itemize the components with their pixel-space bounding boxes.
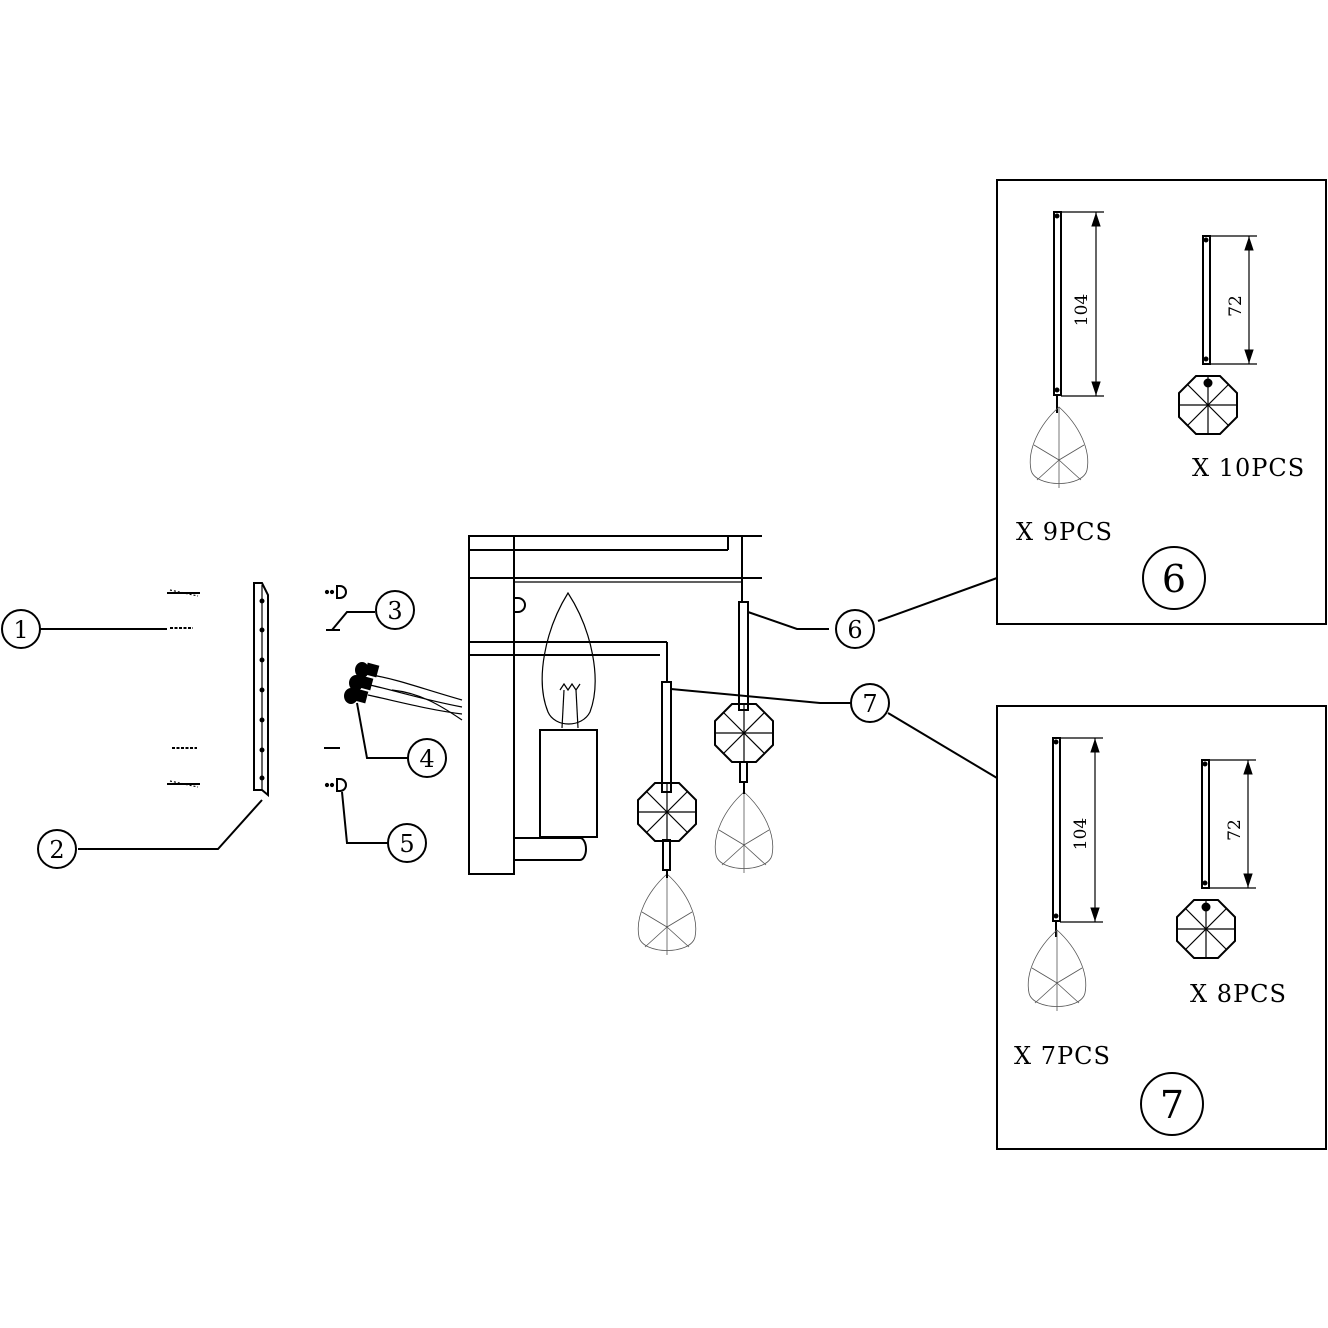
part-3-nut: [324, 585, 347, 631]
octagon-crystal-icon: [714, 703, 774, 763]
detail-6-number: 6: [1162, 557, 1186, 601]
short-rod-octagon: [1176, 759, 1236, 959]
detail-box-7: 104 72 X 7PCS X 8PCS 7: [996, 705, 1327, 1150]
part-4-wire-connectors: [344, 662, 463, 721]
callout-6-label: 6: [847, 616, 862, 644]
teardrop-crystal-icon: [1027, 929, 1087, 1011]
crystal-strand-short: [637, 681, 697, 955]
teardrop-quantity: X 9PCS: [1016, 518, 1113, 546]
detail-7-number: 7: [1160, 1083, 1184, 1127]
callout-5-label: 5: [399, 830, 414, 858]
wire-nut-icon: [355, 662, 380, 678]
dimension-line-short: [1210, 235, 1257, 365]
part-1-screws: [167, 589, 200, 788]
callout-3-label: 3: [387, 597, 402, 625]
teardrop-crystal-icon: [1029, 406, 1089, 488]
part-2-mounting-plate: [253, 582, 269, 798]
leader-lines: [40, 577, 998, 850]
dimension-label-long: 104: [1072, 294, 1092, 326]
callout-6: 6: [835, 609, 875, 649]
callout-1-label: 1: [13, 616, 28, 644]
teardrop-quantity: X 7PCS: [1014, 1042, 1111, 1070]
callout-7-label: 7: [862, 690, 877, 718]
dimension-line-long: [1061, 211, 1104, 397]
wire-nut-icon: [349, 675, 374, 691]
octagon-quantity: X 10PCS: [1192, 454, 1305, 482]
short-rod-octagon: [1178, 235, 1238, 435]
part-5-nut: [324, 778, 347, 792]
callout-4-label: 4: [419, 745, 434, 773]
teardrop-crystal-icon: [637, 873, 697, 955]
callout-1: 1: [1, 609, 41, 649]
dimension-line-short: [1209, 759, 1256, 889]
callout-2-label: 2: [49, 836, 64, 864]
callout-2: 2: [37, 829, 77, 869]
callout-3: 3: [375, 590, 415, 630]
callout-5: 5: [387, 823, 427, 863]
octagon-crystal-icon: [1178, 375, 1238, 435]
screw-icon: [167, 589, 200, 597]
detail-6-number-badge: 6: [1142, 546, 1206, 610]
callout-4: 4: [407, 738, 447, 778]
long-rod-teardrop: [1027, 737, 1087, 1011]
long-rod-teardrop: [1029, 211, 1089, 488]
screw-icon: [167, 780, 200, 788]
callout-7: 7: [850, 683, 890, 723]
crystal-strand-long: [714, 601, 774, 873]
dimension-label-short: 72: [1225, 819, 1245, 841]
detail-box-6: 104 72 X 9PCS X 10PCS: [996, 179, 1327, 625]
detail-7-number-badge: 7: [1140, 1072, 1204, 1136]
teardrop-crystal-icon: [714, 791, 774, 873]
octagon-quantity: X 8PCS: [1190, 980, 1287, 1008]
dimension-label-long: 104: [1071, 818, 1091, 850]
octagon-crystal-icon: [637, 782, 697, 842]
sconce-body: [468, 535, 762, 875]
dimension-label-short: 72: [1226, 295, 1246, 317]
wire-nut-icon: [344, 688, 369, 704]
octagon-crystal-icon: [1176, 899, 1236, 959]
dimension-line-long: [1060, 737, 1103, 923]
